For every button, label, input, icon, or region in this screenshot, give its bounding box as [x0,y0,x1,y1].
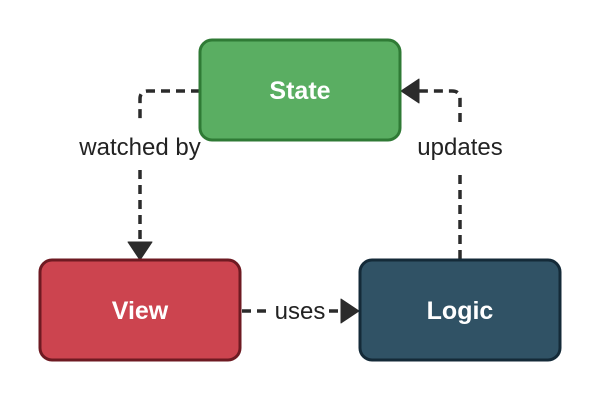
node-view-border [38,258,242,362]
node-state: State [198,38,402,142]
arrowhead-down-icon [127,241,153,261]
edge-label-updates: updates [417,134,502,161]
arrowhead-right-icon [340,298,360,324]
node-view-box [40,260,240,360]
node-view-label: View [112,297,169,325]
edge-logic-to-state: updates [400,78,503,259]
edge-state-to-view: watched by [78,89,201,261]
node-logic-box [360,260,560,360]
arrowhead-left-icon [400,78,420,104]
node-logic-border [358,258,562,362]
node-logic-label: Logic [427,297,494,325]
node-state-box [200,40,400,140]
node-state-border [198,38,402,142]
edge-view-to-logic: uses [242,298,360,325]
edge-label-watched-by: watched by [78,134,200,161]
edge-logic-to-state-upper-line [418,89,462,122]
node-state-label: State [269,77,330,105]
node-view: View [38,258,242,362]
node-logic: Logic [358,258,562,362]
edge-label-uses: uses [275,298,326,325]
edge-state-to-view-upper-line [138,89,200,120]
